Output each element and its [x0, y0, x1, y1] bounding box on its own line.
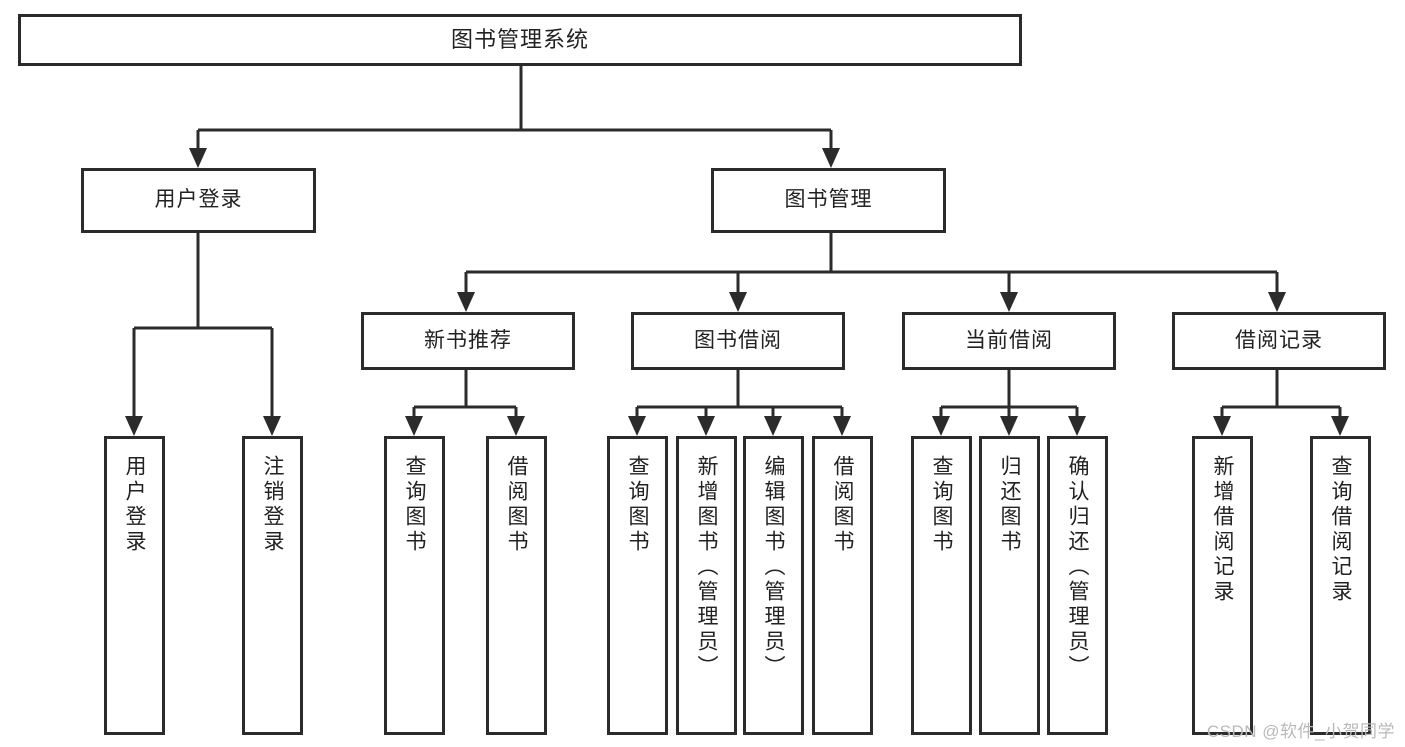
leaf-borrow-add-book[interactable]: 新增图书（管理员）	[676, 436, 737, 735]
node-label: 注销登录	[261, 455, 284, 555]
node-label: 用户登录	[154, 188, 243, 212]
leaf-borrow-query-book[interactable]: 查询图书	[607, 436, 668, 735]
node-label: 编辑图书（管理员）	[762, 455, 785, 680]
leaf-new-book-borrow[interactable]: 借阅图书	[486, 436, 547, 735]
leaf-new-book-query[interactable]: 查询图书	[384, 436, 445, 735]
node-label: 借阅图书	[505, 455, 528, 555]
leaf-borrow-borrow-book[interactable]: 借阅图书	[812, 436, 873, 735]
leaf-user-login[interactable]: 用户登录	[104, 436, 165, 735]
node-label: 查询图书	[626, 455, 649, 555]
node-borrow-record[interactable]: 借阅记录	[1172, 312, 1386, 370]
node-label: 借阅图书	[831, 455, 854, 555]
node-label: 用户登录	[123, 455, 146, 555]
node-label: 归还图书	[998, 455, 1021, 555]
leaf-current-confirm-return[interactable]: 确认归还（管理员）	[1047, 436, 1108, 735]
node-label: 图书管理	[784, 188, 873, 212]
leaf-user-logout[interactable]: 注销登录	[242, 436, 303, 735]
node-label: 确认归还（管理员）	[1066, 455, 1089, 680]
node-new-book-recommend[interactable]: 新书推荐	[361, 312, 575, 370]
leaf-record-add[interactable]: 新增借阅记录	[1192, 436, 1253, 735]
node-label: 新增图书（管理员）	[695, 455, 718, 680]
node-root-system[interactable]: 图书管理系统	[18, 14, 1022, 66]
node-book-management[interactable]: 图书管理	[711, 168, 946, 233]
node-label: 查询图书	[403, 455, 426, 555]
leaf-borrow-edit-book[interactable]: 编辑图书（管理员）	[743, 436, 804, 735]
node-label: 新书推荐	[424, 328, 512, 352]
node-current-borrow[interactable]: 当前借阅	[902, 312, 1116, 370]
leaf-current-return-book[interactable]: 归还图书	[979, 436, 1040, 735]
node-user-login[interactable]: 用户登录	[81, 168, 316, 233]
leaf-record-query[interactable]: 查询借阅记录	[1310, 436, 1371, 735]
node-label: 图书管理系统	[450, 27, 589, 53]
csdn-watermark: CSDN @软件_小贺同学	[1206, 722, 1395, 741]
node-label: 当前借阅	[965, 328, 1053, 352]
node-label: 图书借阅	[694, 328, 782, 352]
leaf-current-query-book[interactable]: 查询图书	[911, 436, 972, 735]
node-label: 新增借阅记录	[1211, 455, 1234, 605]
node-label: 查询借阅记录	[1329, 455, 1352, 605]
node-book-borrow[interactable]: 图书借阅	[631, 312, 845, 370]
node-label: 查询图书	[930, 455, 953, 555]
node-label: 借阅记录	[1235, 328, 1323, 352]
